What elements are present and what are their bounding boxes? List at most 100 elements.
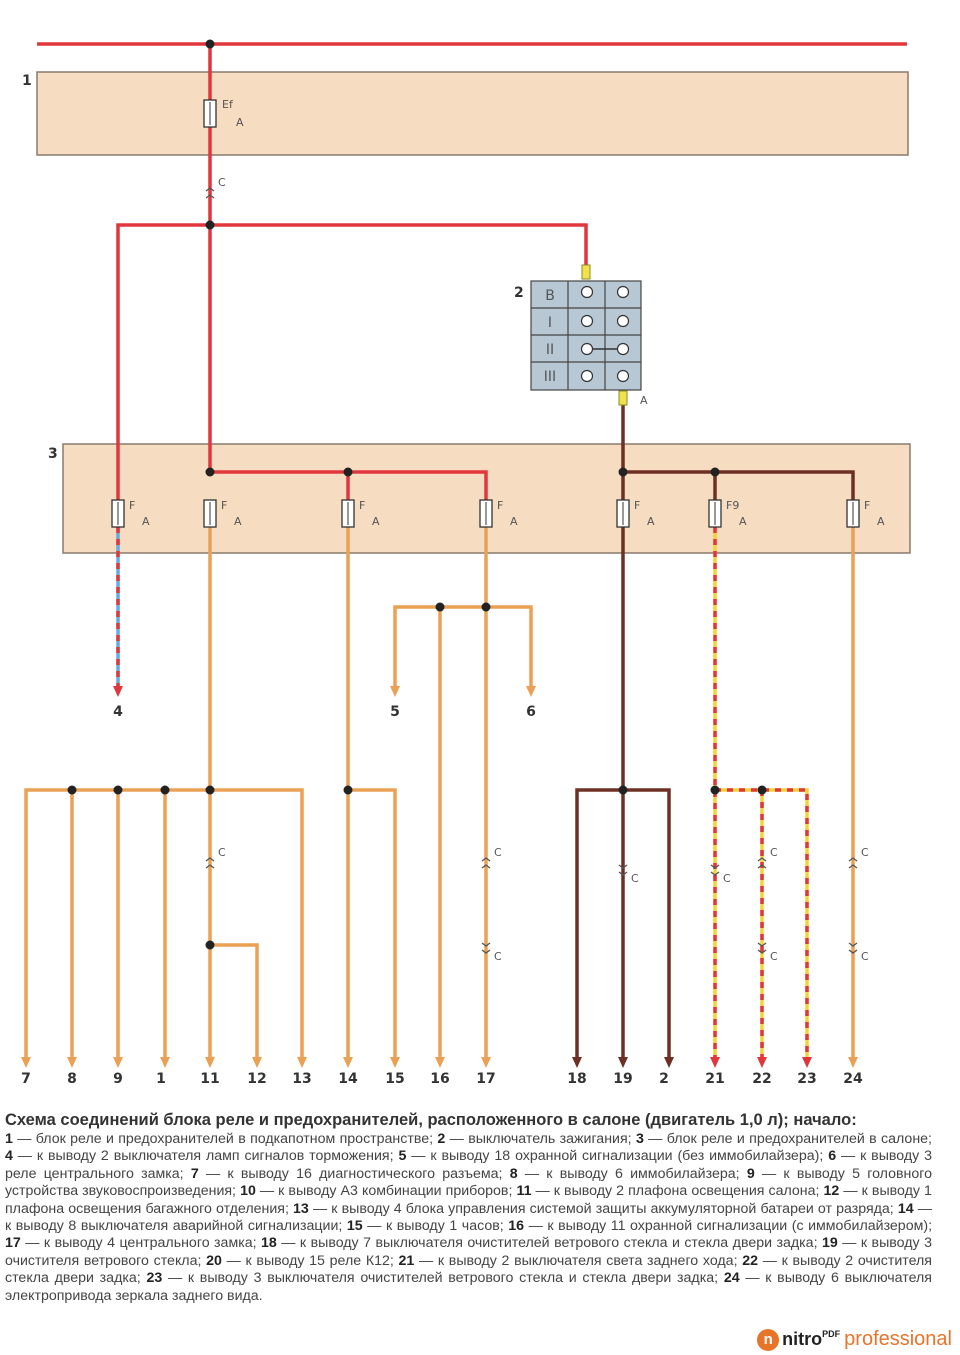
connector-icon — [848, 949, 858, 954]
legend-text: к выводу А3 комбинации приборов; — [278, 1183, 513, 1200]
arrow-icon — [343, 1057, 353, 1068]
legend-number: 1 — [5, 1131, 13, 1147]
pin-18: 18 — [567, 1071, 586, 1087]
legend-text: к выводу 3 выключателя очистителей ветро… — [187, 1270, 719, 1287]
legend-text: к выводу 18 охранной сигнализации (без и… — [430, 1148, 824, 1165]
pin-7: 7 — [21, 1071, 31, 1087]
legend-item: 11 — к выводу 2 плафона освещения салона… — [516, 1183, 819, 1199]
arrow-icon — [802, 1057, 812, 1068]
junction-dot — [435, 602, 445, 612]
block-3-label: 3 — [48, 446, 58, 462]
pin-19: 19 — [613, 1071, 632, 1087]
legend-text: блок реле и предохранителей в подкапотно… — [35, 1131, 434, 1147]
legend-number: 4 — [5, 1148, 13, 1165]
legend-number: 22 — [742, 1252, 759, 1269]
fuse-ef-label: Ef — [222, 98, 234, 111]
legend-item: 20 — к выводу 15 реле К12; — [206, 1253, 394, 1269]
watermark-nitro: nitro — [782, 1329, 823, 1349]
legend-dash: — — [255, 1183, 279, 1200]
arrow-icon — [848, 1057, 858, 1068]
watermark-pdf: PDF — [822, 1328, 841, 1339]
legend-number: 5 — [398, 1148, 407, 1165]
connector-c-label: C — [218, 176, 226, 189]
fuse-amp-label: A — [372, 515, 380, 528]
pin-4: 4 — [113, 704, 123, 720]
legend-text: к выводу 4 центрального замка; — [43, 1235, 257, 1252]
legend-dash: — — [12, 1148, 37, 1165]
switch-contact — [580, 314, 594, 328]
switch-position-b: B — [545, 288, 555, 304]
legend-text: блок реле и предохранителей в салоне; — [666, 1131, 932, 1147]
junction-dot — [67, 785, 77, 795]
legend-item: 10 — к выводу А3 комбинации приборов; — [240, 1183, 512, 1199]
legend-dash: — — [12, 1131, 36, 1147]
fuse-label: F — [497, 499, 503, 512]
arrow-icon — [205, 1057, 215, 1068]
arrow-icon — [710, 1057, 720, 1068]
legend-number: 7 — [190, 1165, 199, 1182]
wire-red-switch-feed — [116, 223, 588, 500]
legend-number: 14 — [897, 1200, 914, 1217]
legend-text: к выводу 4 блока управления системой защ… — [331, 1200, 894, 1217]
legend-dash: — — [276, 1235, 300, 1252]
connector-c-label: C — [494, 846, 502, 859]
fuse-amp-label: A — [142, 515, 150, 528]
pin-9: 9 — [113, 1071, 123, 1087]
legend-dash: — — [308, 1200, 332, 1217]
arrow-icon — [618, 1057, 628, 1068]
legend-text: к выводу 7 выключателя очистителей ветро… — [299, 1235, 818, 1252]
legend-number: 10 — [240, 1183, 256, 1200]
legend-dash: — — [524, 1218, 548, 1235]
arrow-icon — [572, 1057, 582, 1068]
legend-item: 12 — к выводу 1 плафона освещения багажн… — [5, 1183, 932, 1216]
figure-caption: Схема соединений блока реле и предохрани… — [5, 1110, 932, 1305]
junction-dot — [205, 39, 215, 49]
switch-connector-a-label: A — [640, 394, 648, 407]
fuse-label: F — [221, 499, 227, 512]
legend-dash: — — [20, 1235, 44, 1252]
pin-21: 21 — [705, 1071, 724, 1087]
connector-c-label: C — [723, 872, 731, 885]
arrow-icon — [67, 1057, 77, 1068]
legend-dash: — — [162, 1270, 188, 1287]
connector-icon — [848, 857, 858, 862]
connector-icon — [757, 864, 767, 869]
fuse-label: F — [634, 499, 640, 512]
legend-item: 15 — к выводу 1 часов; — [347, 1218, 504, 1234]
legend-dash: — — [836, 1148, 861, 1165]
wire-brown-switch-out — [621, 392, 855, 500]
connector-icon — [481, 942, 491, 947]
legend-item: 2 — выключатель зажигания; — [437, 1131, 631, 1147]
switch-connector-icon — [581, 264, 591, 280]
caption-legend: 1 — блок реле и предохранителей в подкап… — [5, 1131, 932, 1305]
junction-dot — [618, 785, 628, 795]
legend-item: 21 — к выводу 2 выключателя света заднег… — [399, 1253, 738, 1269]
legend-number: 6 — [828, 1148, 837, 1165]
connector-icon — [205, 864, 215, 869]
legend-dash: — — [839, 1183, 862, 1200]
legend-number: 13 — [293, 1200, 309, 1217]
connector-icon — [205, 187, 215, 192]
connector-icon — [757, 942, 767, 947]
junction-dot — [160, 785, 170, 795]
legend-number: 23 — [146, 1270, 163, 1287]
legend-text: к выводу 11 охранной сигнализации (с имм… — [547, 1218, 933, 1235]
connector-icon — [848, 864, 858, 869]
legend-text: к выводу 3 реле центрального замка; — [5, 1148, 933, 1182]
arrow-icon — [481, 1057, 491, 1068]
arrow-icon — [21, 1057, 31, 1068]
pin-12: 12 — [247, 1071, 266, 1087]
connector-icon — [618, 864, 628, 869]
junction-dot — [710, 785, 720, 795]
fuse-amp-label: A — [739, 515, 747, 528]
connector-c-label: C — [861, 846, 869, 859]
legend-number: 3 — [635, 1131, 644, 1147]
legend-item: 7 — к выводу 16 диагностического разъема… — [191, 1166, 503, 1182]
legend-item: 24 — к выводу 6 выключателя электроприво… — [5, 1270, 932, 1303]
connector-c-label: C — [770, 846, 778, 859]
arrow-icon — [113, 1057, 123, 1068]
connector-icon — [710, 871, 720, 876]
nitro-logo-icon: n — [757, 1328, 780, 1351]
legend-number: 12 — [823, 1183, 840, 1200]
